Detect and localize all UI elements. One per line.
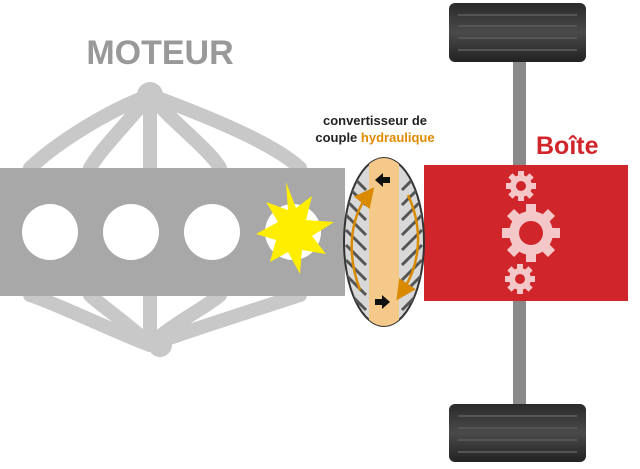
fluid-arrow-right [396,194,420,301]
converter-label-line1: convertisseur de [322,113,428,128]
engine-title: MOTEUR [86,34,234,72]
converter-label-accent: hydraulique [360,130,435,145]
tyre-bottom [449,404,586,462]
converter-label-line2: couple hydraulique [300,129,450,146]
explosion-icon [256,182,334,274]
arrow-icon [375,295,390,309]
gearbox-title: Boîte [536,132,599,160]
cylinder-1 [22,204,78,260]
fluid-arrow-left [350,187,375,291]
converter-label-prefix: couple [315,130,358,145]
converter-label: convertisseur de couple hydraulique [300,112,450,146]
arrow-icon [375,173,390,187]
gear-icon [502,171,560,294]
engine-frame-bottom-joint [148,333,172,357]
cylinder-3 [184,204,240,260]
torque-converter [343,157,425,327]
cylinder-2 [103,204,159,260]
engine-frame-top-joint [137,82,163,108]
tyre-top [449,3,586,62]
